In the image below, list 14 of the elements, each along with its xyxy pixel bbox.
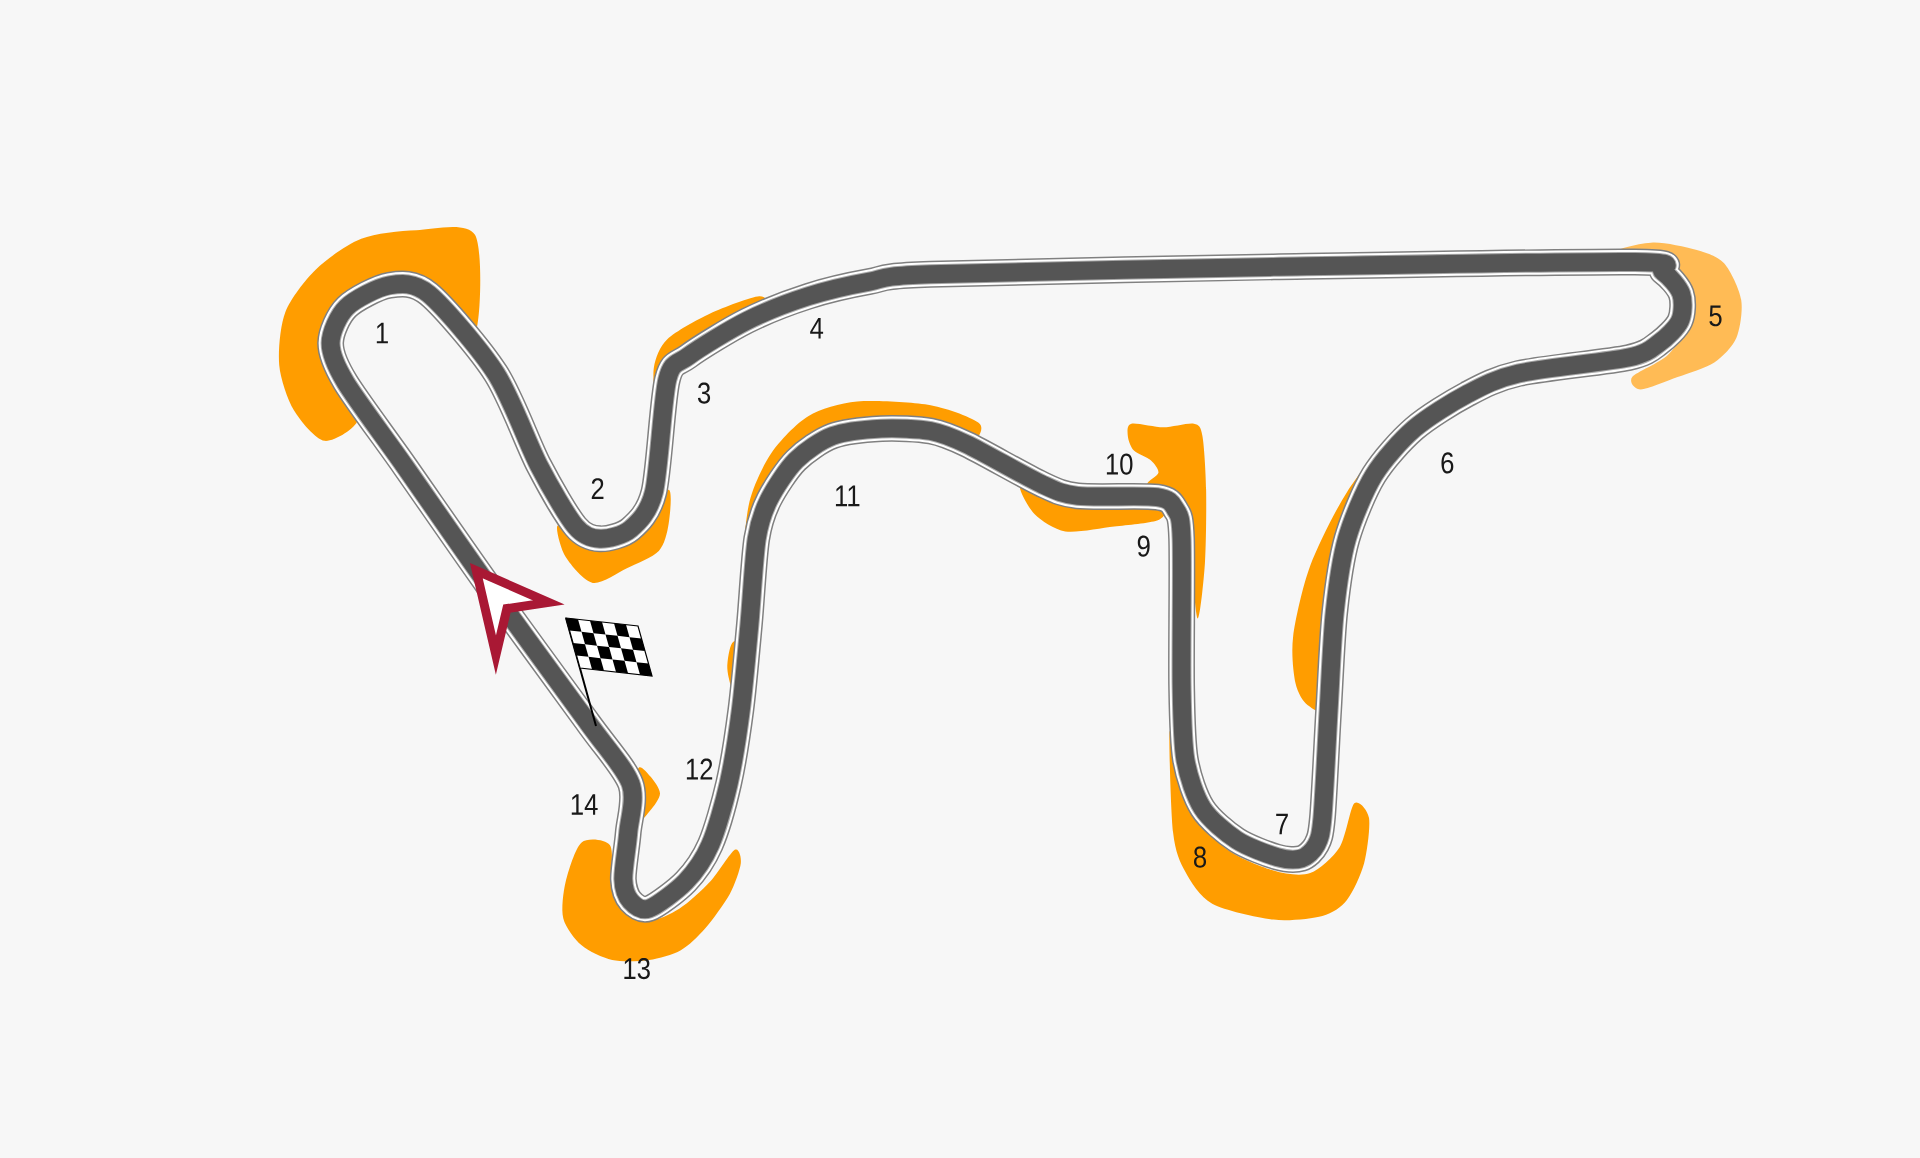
- turn-number: 6: [1441, 452, 1454, 474]
- turn-number: 5: [1709, 305, 1722, 327]
- turn-number: 8: [1194, 846, 1207, 868]
- turn-number: 7: [1276, 813, 1288, 835]
- turn-number: 9: [1137, 535, 1150, 557]
- turn-number: 12: [686, 758, 713, 780]
- turn-number: 2: [591, 478, 604, 499]
- turn-number: 14: [571, 794, 598, 815]
- turn-number: 4: [810, 317, 824, 339]
- turn-number: 1: [376, 322, 388, 344]
- turn-number: 13: [624, 958, 650, 980]
- turn-number: 11: [835, 485, 860, 507]
- turn-number: 10: [1106, 453, 1133, 475]
- turn-number: 3: [697, 382, 711, 404]
